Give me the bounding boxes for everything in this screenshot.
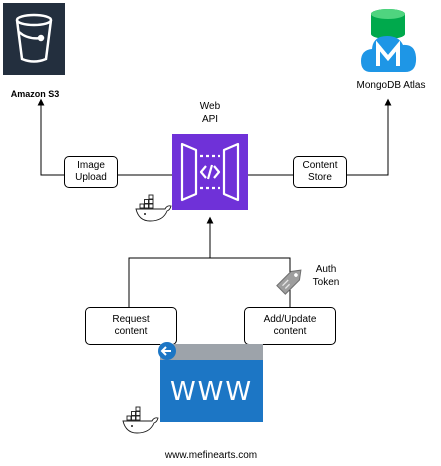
auth-token-line2: Token: [312, 277, 340, 288]
content-store-label: Content Store: [293, 156, 347, 188]
content-store-line1: Content: [302, 160, 338, 171]
www-text: WWW: [169, 377, 254, 407]
browser-icon: WWW: [155, 340, 265, 424]
request-content-line1: Request: [112, 314, 150, 325]
tag-icon: [273, 262, 309, 298]
mongodb-label: MongoDB Atlas: [356, 80, 426, 91]
image-upload-label: Image Upload: [64, 156, 118, 188]
api-label-line1: Web: [199, 101, 221, 112]
api-gateway-icon: [172, 134, 248, 210]
add-update-content-box: Add/Update content: [244, 307, 336, 345]
mongodb-cloud-icon: [357, 4, 421, 80]
website-label: www.mefinearts.com: [164, 450, 258, 461]
image-upload-line2: Upload: [75, 172, 107, 183]
auth-token-line1: Auth: [315, 264, 337, 275]
edge-clients-to-api: [128, 257, 291, 310]
request-content-box: Request content: [85, 307, 177, 345]
s3-label: Amazon S3: [10, 89, 60, 99]
s3-node: [3, 3, 65, 75]
docker-icon: [133, 193, 173, 223]
edge-api-to-s3: [37, 98, 172, 176]
request-content-line2: content: [114, 326, 148, 337]
bucket-icon: [3, 3, 65, 75]
image-upload-line1: Image: [77, 160, 105, 171]
add-update-content-line2: content: [273, 326, 307, 337]
api-label-line2: API: [201, 114, 219, 125]
content-store-line2: Store: [308, 172, 332, 183]
add-update-content-line1: Add/Update: [263, 314, 317, 325]
docker-icon: [120, 405, 160, 435]
